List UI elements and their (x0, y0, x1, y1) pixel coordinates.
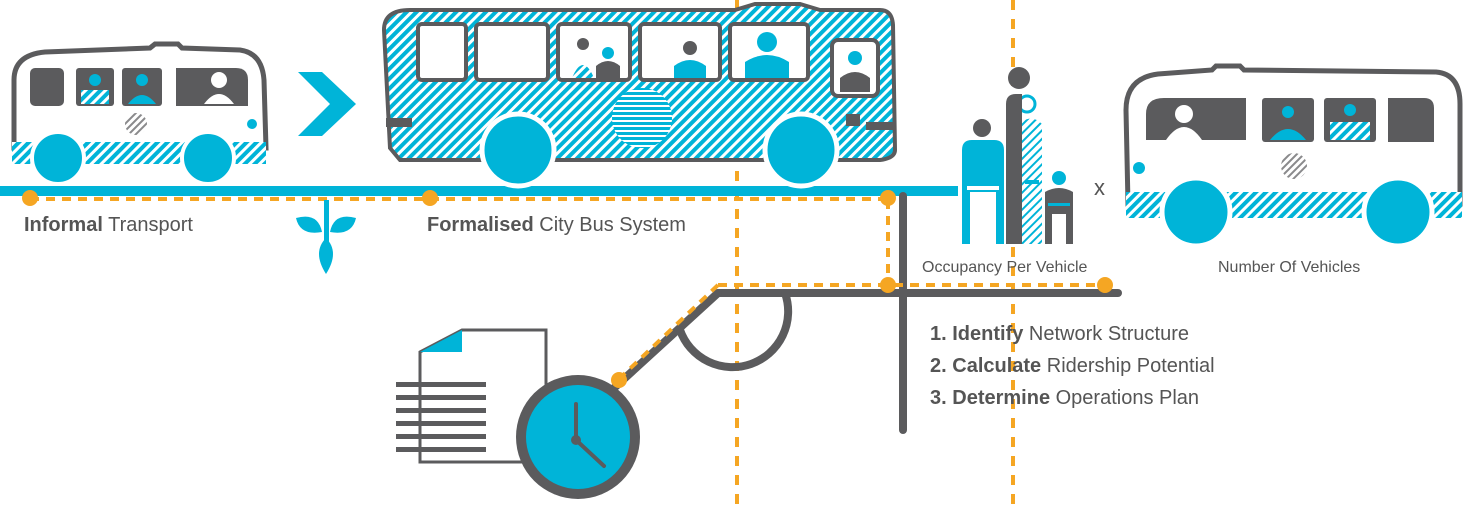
network-node-b (1097, 277, 1113, 293)
step-2: 2. Calculate Ridership Potential (930, 355, 1215, 377)
city-bus-icon (381, 2, 898, 189)
network-node-c (611, 372, 627, 388)
step-1: 1. Identify Network Structure (930, 323, 1189, 345)
vehicles-label: Number Of Vehicles (1218, 259, 1360, 276)
document-icon (396, 328, 548, 464)
minibus-icon-right (1123, 63, 1463, 249)
timeline-node-end (880, 190, 896, 206)
timeline-node-formal (422, 190, 438, 206)
minibus-icon (11, 41, 269, 186)
sprout-icon (296, 200, 356, 274)
formal-bus-label: Formalised City Bus System (427, 214, 686, 236)
network-dash (616, 200, 1105, 382)
clock-icon (516, 375, 640, 499)
occupancy-label: Occupancy Per Vehicle (922, 259, 1088, 276)
step-3: 3. Determine Operations Plan (930, 387, 1199, 409)
timeline-node-informal (22, 190, 38, 206)
chevron-right-icon (298, 72, 356, 136)
timeline-bar (0, 186, 958, 196)
passengers-icon (962, 67, 1073, 244)
network-node-a (880, 277, 896, 293)
informal-transport-label: Informal Transport (24, 214, 193, 236)
multiply-sign: x (1094, 175, 1105, 200)
